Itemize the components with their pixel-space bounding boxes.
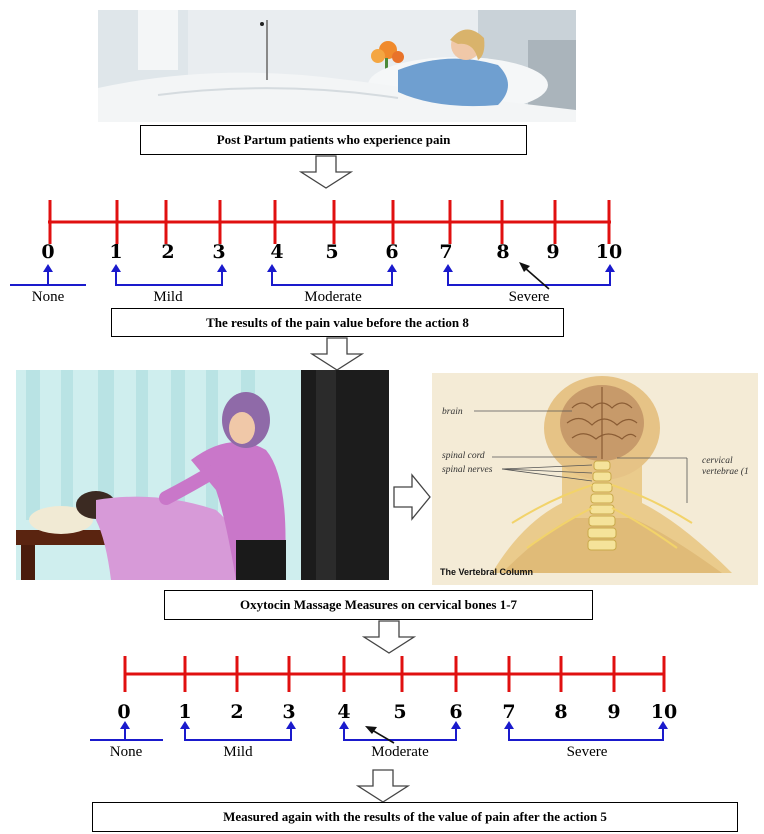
scale-number: 5 bbox=[325, 241, 338, 263]
step2-caption-box: The results of the pain value before the… bbox=[111, 308, 564, 337]
scale-number: 5 bbox=[393, 701, 406, 723]
step4-caption: Measured again with the results of the v… bbox=[223, 809, 607, 825]
scale-number: 7 bbox=[502, 701, 515, 723]
scale-number: 3 bbox=[282, 701, 295, 723]
scale-number: 0 bbox=[41, 241, 54, 263]
anatomy-caption: The Vertebral Column bbox=[440, 567, 533, 577]
scale-number: 0 bbox=[117, 701, 130, 723]
patient-photo bbox=[98, 10, 576, 122]
scale-number: 9 bbox=[546, 241, 559, 263]
scale-number: 4 bbox=[337, 701, 350, 723]
scale-number: 8 bbox=[554, 701, 567, 723]
scale-number: 2 bbox=[230, 701, 243, 723]
right-arrow-icon bbox=[392, 473, 432, 521]
scale-number: 1 bbox=[109, 241, 122, 263]
step2-caption: The results of the pain value before the… bbox=[206, 315, 469, 331]
step3-caption: Oxytocin Massage Measures on cervical bo… bbox=[240, 597, 517, 613]
pain-scale-after: 0 1 2 3 4 5 6 7 8 9 10 None Mild Moderat… bbox=[0, 652, 764, 764]
category-label: Severe bbox=[567, 744, 608, 760]
scale-number: 8 bbox=[496, 241, 509, 263]
anatomy-label-cervical: cervical bbox=[702, 456, 733, 466]
scale-number: 7 bbox=[439, 241, 452, 263]
anatomy-label-vertebrae: vertebrae (1 bbox=[702, 466, 749, 477]
scale-number: 2 bbox=[161, 241, 174, 263]
scale-number: 1 bbox=[178, 701, 191, 723]
scale-number: 6 bbox=[385, 241, 398, 263]
category-label: None bbox=[110, 744, 143, 760]
massage-photo bbox=[16, 370, 389, 580]
vertebral-column-illustration: brain spinal cord spinal nerves cervical… bbox=[432, 373, 758, 585]
category-label: Mild bbox=[153, 289, 183, 305]
scale-number: 4 bbox=[270, 241, 283, 263]
down-arrow-icon bbox=[356, 769, 410, 803]
step4-caption-box: Measured again with the results of the v… bbox=[92, 802, 738, 832]
category-label: Severe bbox=[509, 289, 550, 305]
down-arrow-icon bbox=[299, 155, 353, 189]
scale-number: 10 bbox=[596, 241, 622, 263]
category-label: Mild bbox=[223, 744, 253, 760]
category-label: Moderate bbox=[304, 289, 362, 305]
step1-caption: Post Partum patients who experience pain bbox=[217, 132, 451, 148]
category-label: Moderate bbox=[371, 744, 429, 760]
down-arrow-icon bbox=[362, 620, 416, 654]
down-arrow-icon bbox=[310, 337, 364, 371]
scale-number: 9 bbox=[607, 701, 620, 723]
anatomy-label-brain: brain bbox=[442, 407, 463, 417]
category-label: None bbox=[32, 289, 65, 305]
scale-number: 10 bbox=[651, 701, 677, 723]
pain-scale-before: 0 1 2 3 4 5 6 7 8 9 10 None Mild Moderat… bbox=[0, 192, 764, 310]
step3-caption-box: Oxytocin Massage Measures on cervical bo… bbox=[164, 590, 593, 620]
anatomy-label-spinal-nerves: spinal nerves bbox=[442, 465, 493, 475]
anatomy-label-spinal-cord: spinal cord bbox=[442, 451, 485, 461]
scale-number: 3 bbox=[212, 241, 225, 263]
scale-number: 6 bbox=[449, 701, 462, 723]
step1-caption-box: Post Partum patients who experience pain bbox=[140, 125, 527, 155]
